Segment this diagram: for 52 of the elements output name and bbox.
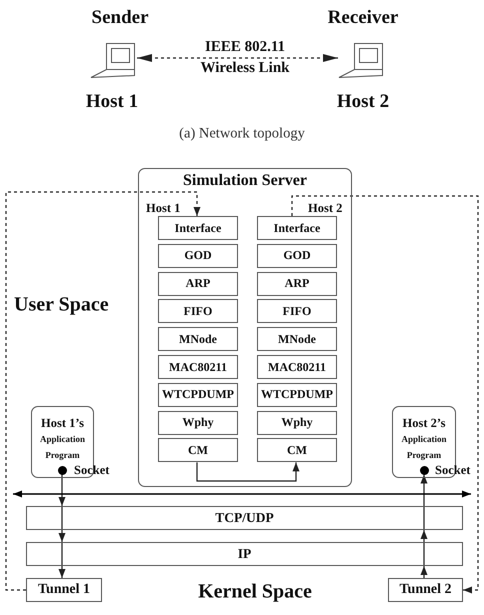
column-heading: Host 2 (308, 200, 342, 216)
socket-dot-icon (58, 466, 66, 474)
module-box: Wphy (257, 410, 337, 435)
server-panel (138, 168, 352, 487)
region-label: User Space (14, 294, 109, 316)
module-box: Interface (158, 216, 238, 240)
module-box: MAC80211 (257, 355, 337, 379)
module-box: CM (158, 438, 238, 462)
app-title: Host 2’s (402, 415, 446, 431)
module-box: GOD (257, 244, 337, 268)
arrow (58, 506, 66, 542)
module-box: FIFO (158, 299, 238, 324)
host-label: Host 1 (86, 91, 138, 113)
module-box: WTCPDUMP (257, 382, 337, 407)
socket-dot-icon (420, 466, 428, 474)
module-box: GOD (158, 244, 238, 268)
arrow (420, 474, 428, 530)
arrow (58, 474, 66, 506)
module-box: MNode (158, 327, 238, 352)
panel-title: Simulation Server (183, 171, 307, 191)
dashed-arrow (291, 195, 479, 594)
tunnel-box: Tunnel 2 (388, 578, 463, 602)
arrow (420, 530, 428, 566)
arrow (420, 566, 428, 578)
edge-label: IEEE 802.11 Wireless Link (199, 38, 291, 78)
dashed-double-arrow (137, 54, 338, 62)
module-box: CM (257, 438, 337, 462)
tunnel-box: Tunnel 1 (26, 578, 102, 602)
role-label: Receiver (328, 7, 398, 29)
host-label: Host 2 (336, 91, 390, 113)
module-box: Interface (257, 216, 337, 240)
column-heading: Host 1 (146, 200, 180, 216)
module-box: ARP (158, 272, 238, 296)
module-box: MAC80211 (158, 355, 238, 379)
module-box: WTCPDUMP (158, 382, 238, 407)
app-title: Host 1’s (41, 415, 84, 431)
module-box: FIFO (257, 299, 337, 324)
dashed-arrow (5, 191, 200, 591)
laptop-icon (338, 42, 385, 79)
protocol-layer-band: IP (26, 542, 463, 566)
arrow (58, 542, 66, 578)
role-label: Sender (92, 7, 148, 29)
app-description: Application Program (400, 433, 448, 462)
module-box: MNode (257, 327, 337, 352)
module-box: Wphy (158, 410, 238, 435)
arrow (196, 462, 300, 482)
protocol-layer-band: TCP/UDP (26, 506, 463, 530)
region-label: Kernel Space (198, 580, 312, 604)
laptop-icon (90, 42, 137, 79)
caption: (a) Network topology (179, 126, 305, 142)
app-description: Application Program (38, 433, 86, 462)
module-box: ARP (257, 272, 337, 296)
